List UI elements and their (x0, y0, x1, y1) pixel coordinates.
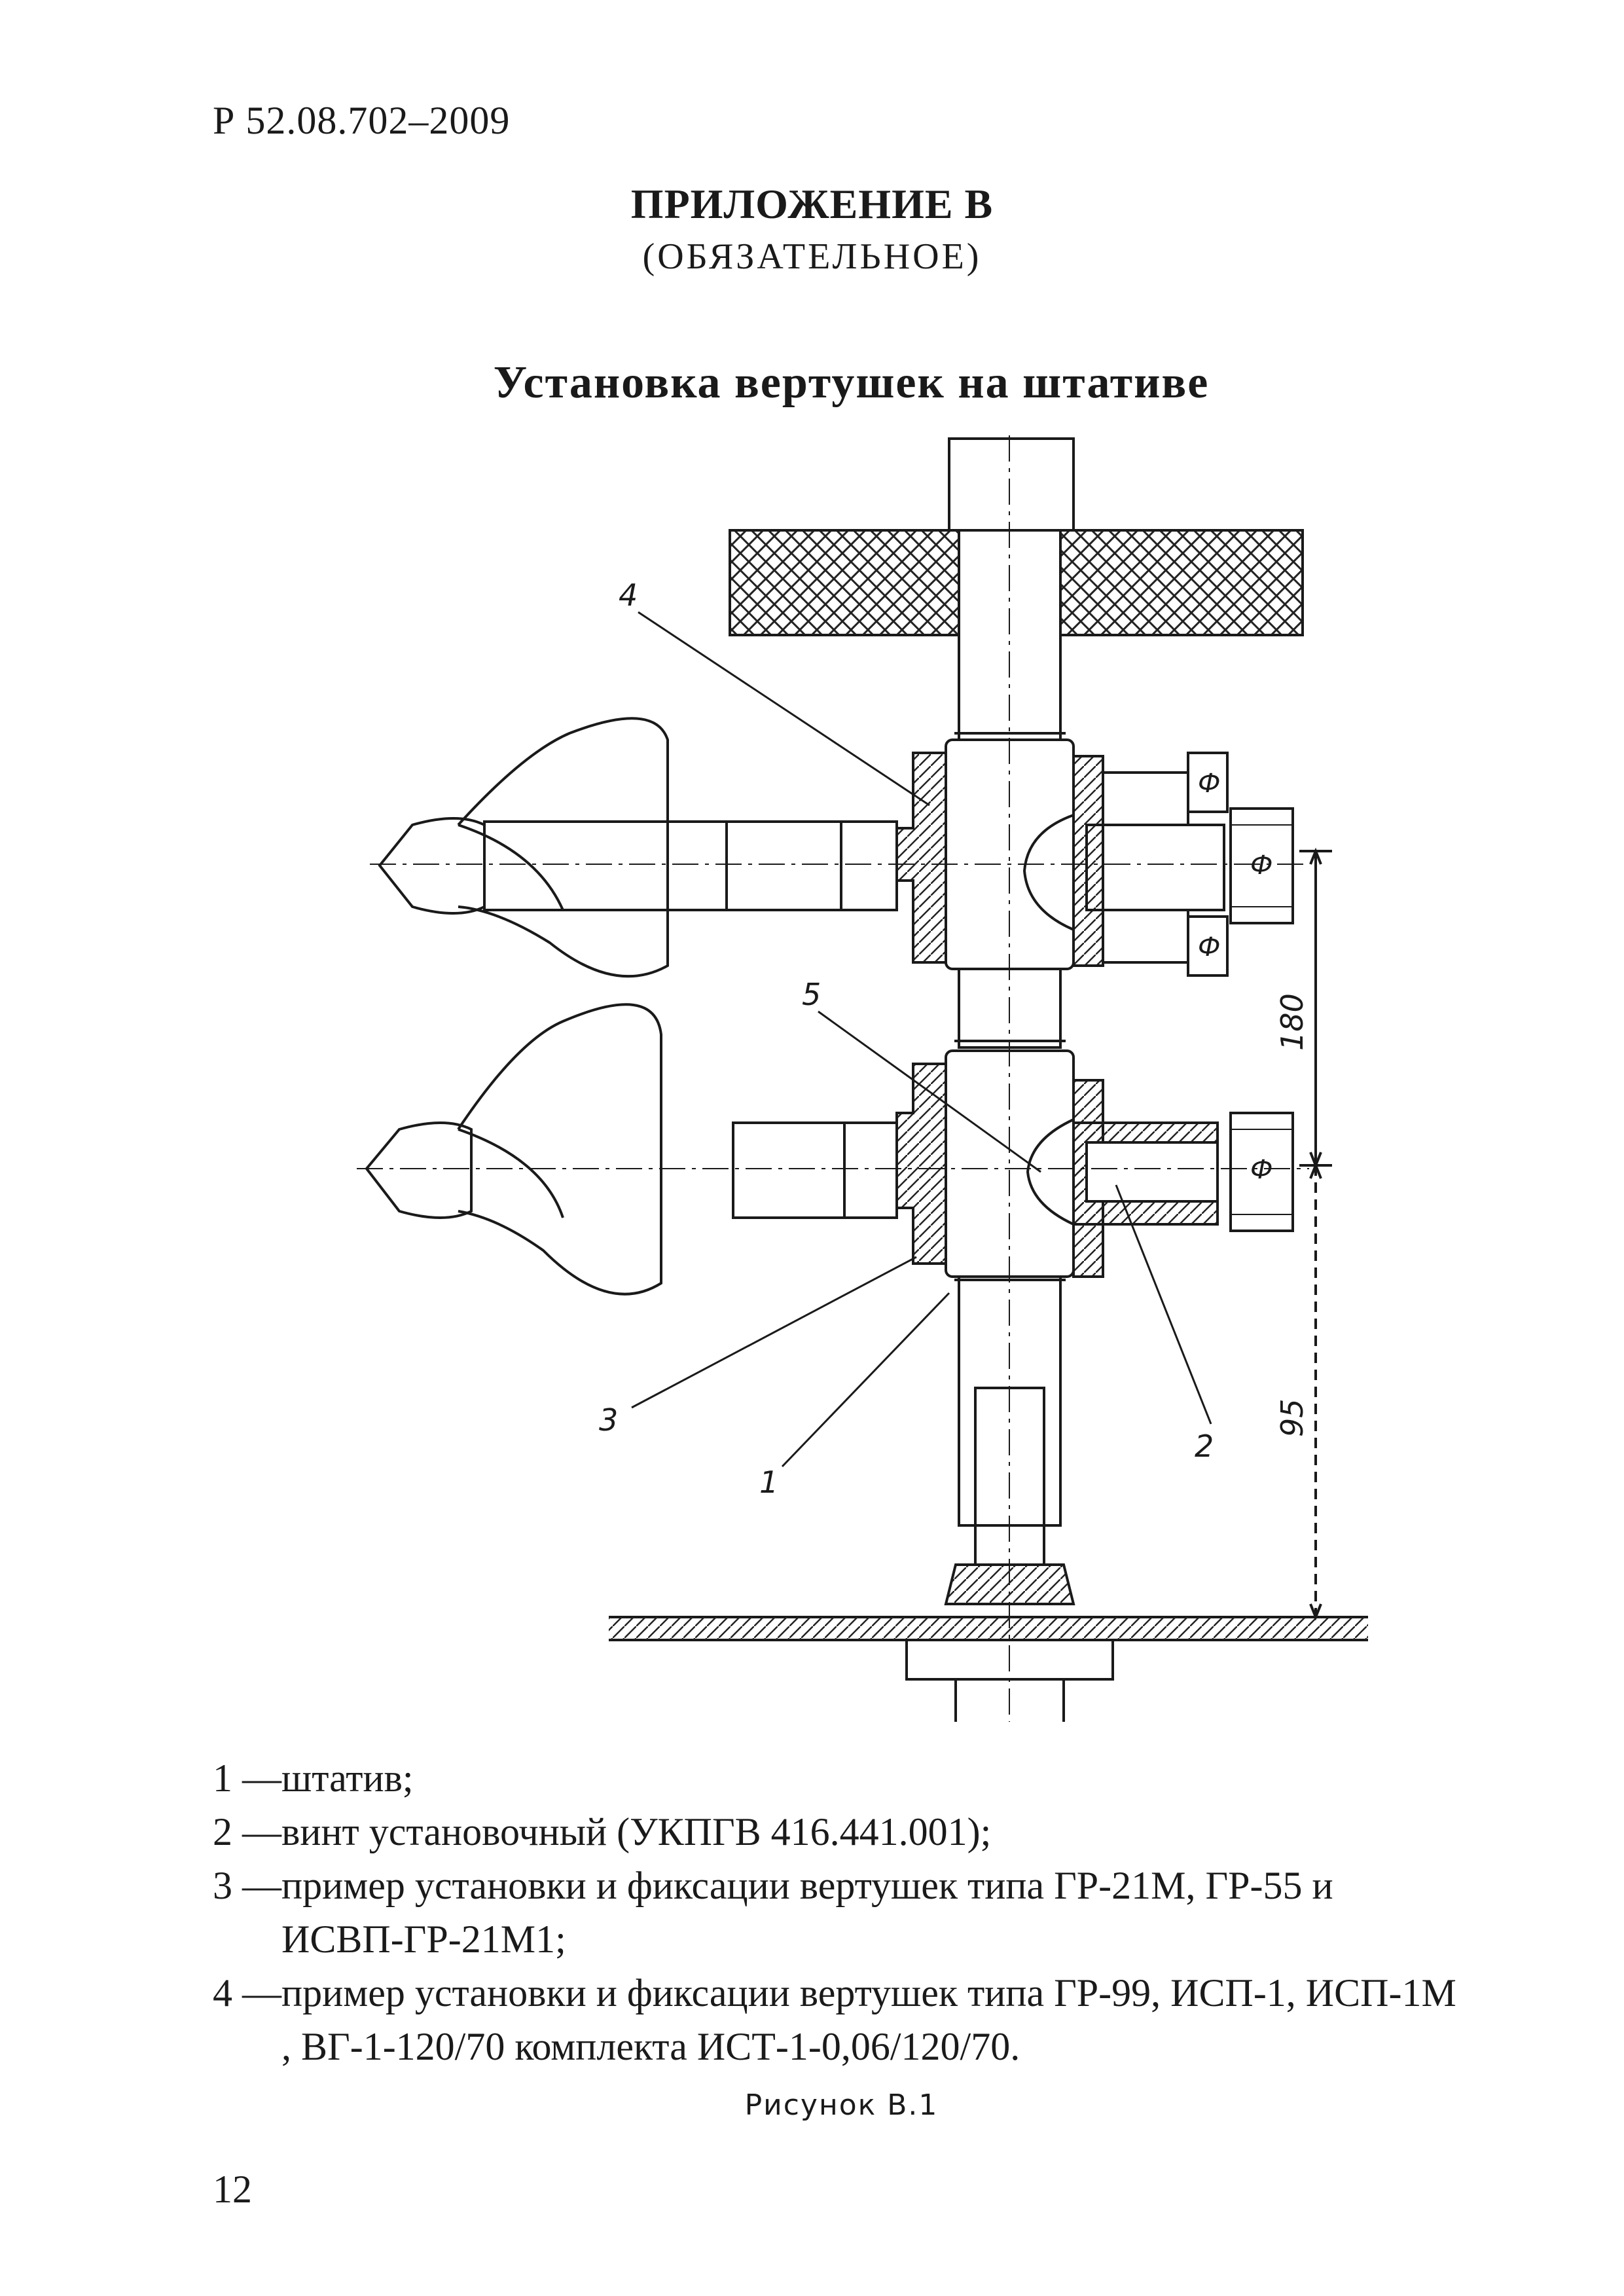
appendix-subtitle: (ОБЯЗАТЕЛЬНОЕ) (642, 236, 982, 277)
technical-drawing: Ф Ф Ф Ф 4 5 3 1 2 180 95 (357, 435, 1368, 1722)
upper-shaft (483, 820, 898, 911)
legend-item: 3 — пример установки и фиксации вертушек… (213, 1859, 1456, 1966)
leader-1 (781, 1292, 950, 1468)
page-number: 12 (213, 2168, 252, 2211)
lower-propeller-nose (365, 1121, 473, 1219)
dimension-180: 180 (1274, 993, 1310, 1051)
phi-symbol: Ф (1198, 932, 1220, 962)
lower-knurled-screw (1229, 1112, 1294, 1232)
leader-3 (631, 1256, 917, 1409)
appendix-title: ПРИЛОЖЕНИЕ В (630, 181, 994, 227)
figure-caption: Рисунок В.1 (744, 2088, 939, 2122)
legend-text: пример установки и фиксации вертушек тип… (281, 1864, 1333, 1961)
legend-text: штатив; (281, 1757, 414, 1800)
upper-knurled-screw (1229, 807, 1294, 924)
figure-legend: 1 — штатив; 2 — винт установочный (УКПГВ… (213, 1751, 1456, 2073)
leader-2 (1115, 1184, 1212, 1425)
section-title: Установка вертушек на штативе (493, 357, 1210, 408)
phi-symbol: Ф (1198, 769, 1220, 799)
rod-top-cap (948, 437, 1075, 532)
upper-clamp-socket (1022, 814, 1074, 931)
lower-propeller-blades (457, 1003, 662, 1296)
upper-propeller-blades (457, 717, 669, 978)
legend-text: винт установочный (УКПГВ 416.441.001); (281, 1810, 992, 1853)
callout-1: 1 (759, 1465, 778, 1500)
upper-phi-nut-top (1187, 752, 1229, 813)
document-code: Р 52.08.702–2009 (213, 99, 511, 142)
lower-shaft (732, 1121, 898, 1219)
legend-item: 1 — штатив; (213, 1751, 1456, 1805)
legend-number: 2 — (213, 1810, 281, 1853)
legend-item: 2 — винт установочный (УКПГВ 416.441.001… (213, 1805, 1456, 1859)
support-block-left (729, 529, 960, 636)
callout-5: 5 (802, 977, 821, 1012)
upper-clamp-flange (895, 752, 947, 964)
support-block-right (1059, 529, 1304, 636)
lower-clamp-flange (895, 1063, 947, 1265)
phi-symbol: Ф (1250, 850, 1272, 881)
legend-number: 3 — (213, 1864, 281, 1907)
legend-item: 4 — пример установки и фиксации вертушек… (213, 1966, 1456, 2073)
leader-5 (818, 1010, 1041, 1173)
callout-4: 4 (619, 577, 638, 613)
legend-number: 4 — (213, 1971, 281, 2014)
phi-symbol: Ф (1250, 1155, 1272, 1185)
callout-2: 2 (1195, 1429, 1214, 1464)
dimension-95: 95 (1274, 1398, 1310, 1437)
legend-number: 1 — (213, 1757, 281, 1800)
callout-3: 3 (599, 1402, 618, 1438)
legend-text: пример установки и фиксации вертушек тип… (281, 1971, 1456, 2068)
leader-4 (638, 611, 930, 807)
lower-clamp-socket (1026, 1118, 1074, 1226)
upper-propeller-nose (378, 817, 486, 915)
upper-phi-nut-bottom (1187, 915, 1229, 977)
